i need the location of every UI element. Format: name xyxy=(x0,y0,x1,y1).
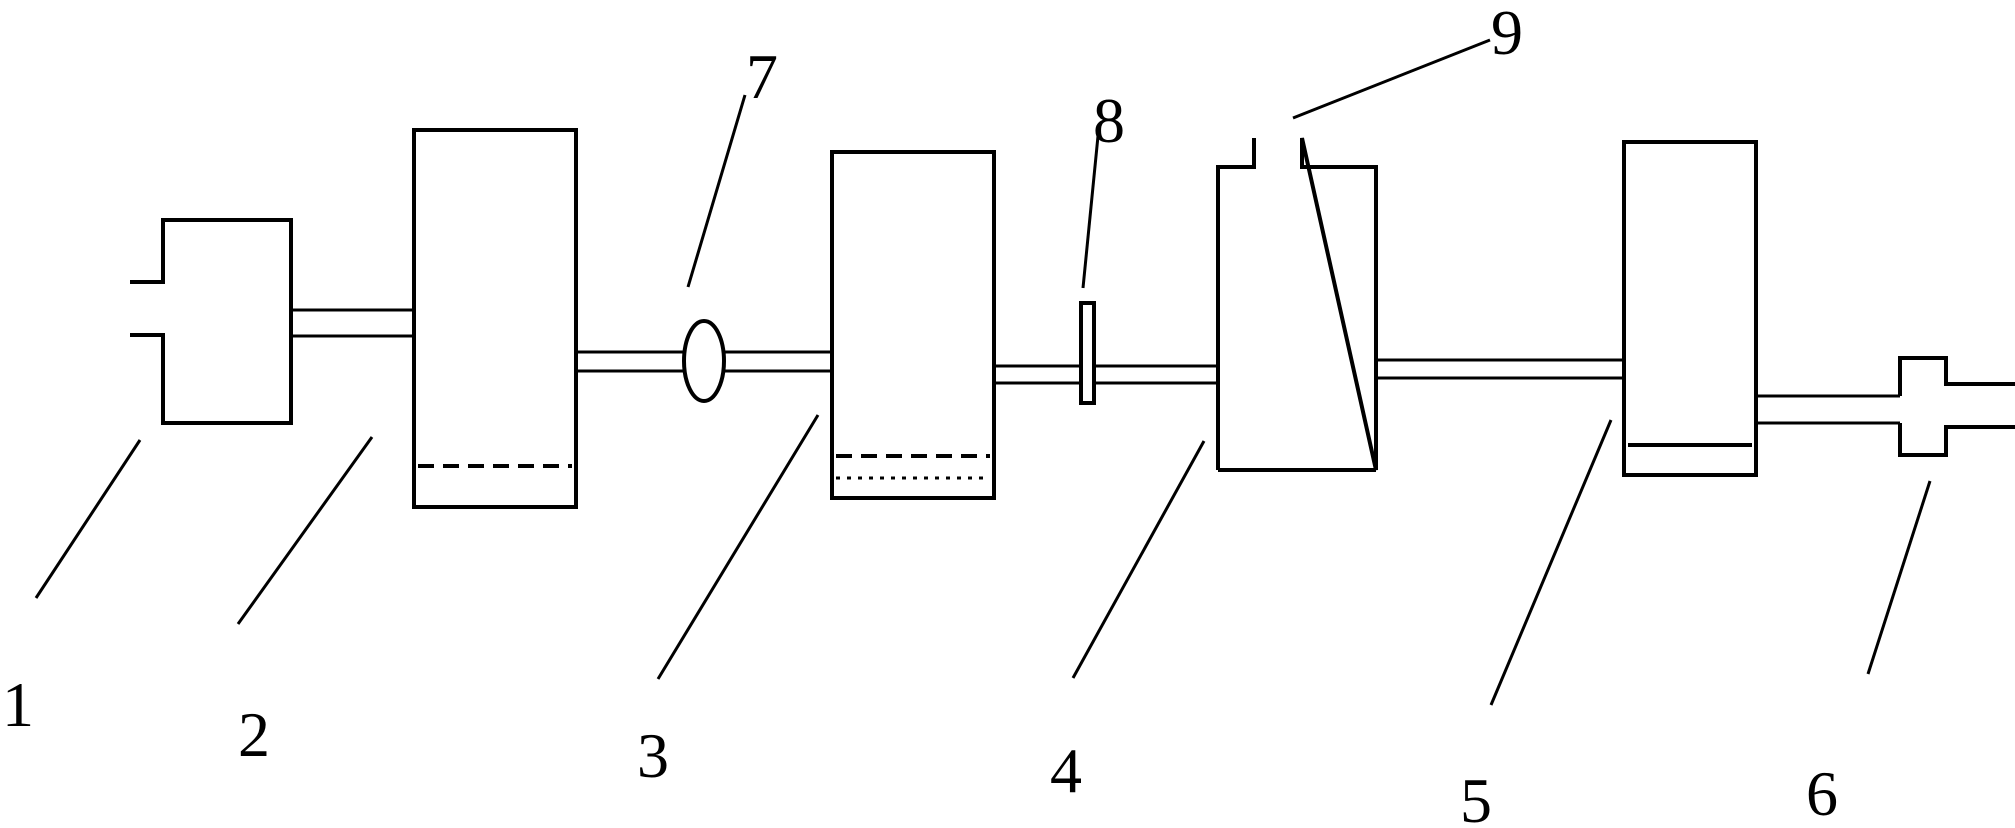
component-2-vessel xyxy=(412,128,578,509)
pipe-1-to-2 xyxy=(291,308,414,338)
pipe-4-to-5 xyxy=(1376,358,1624,380)
label-9: 9 xyxy=(1491,0,1523,68)
leader-3 xyxy=(656,414,820,680)
label-4: 4 xyxy=(1050,735,1082,806)
leader-7 xyxy=(686,94,747,288)
component-1-inlet-chamber xyxy=(130,218,293,425)
component-6-outlet xyxy=(1898,356,2015,457)
valve-7 xyxy=(682,319,726,403)
component-3-vessel xyxy=(830,150,996,500)
component-4-vessel xyxy=(1216,137,1378,472)
label-6: 6 xyxy=(1806,758,1838,828)
leader-8 xyxy=(1081,135,1100,289)
leader-4 xyxy=(1071,440,1206,679)
label-1: 1 xyxy=(2,669,34,740)
pipe-5-to-6 xyxy=(1756,394,1900,425)
leader-5 xyxy=(1489,419,1613,706)
leader-1 xyxy=(34,439,142,599)
label-2: 2 xyxy=(238,699,270,770)
leader-9 xyxy=(1292,38,1491,120)
component-5-vessel xyxy=(1622,140,1758,477)
label-3: 3 xyxy=(637,720,669,791)
leader-lines xyxy=(34,38,1932,706)
label-8: 8 xyxy=(1093,85,1125,156)
leader-6 xyxy=(1866,480,1932,675)
pipe-3-to-4 xyxy=(994,364,1218,385)
leader-2 xyxy=(236,436,374,625)
label-7: 7 xyxy=(746,41,778,112)
plate-8 xyxy=(1079,301,1096,405)
label-5: 5 xyxy=(1460,765,1492,828)
